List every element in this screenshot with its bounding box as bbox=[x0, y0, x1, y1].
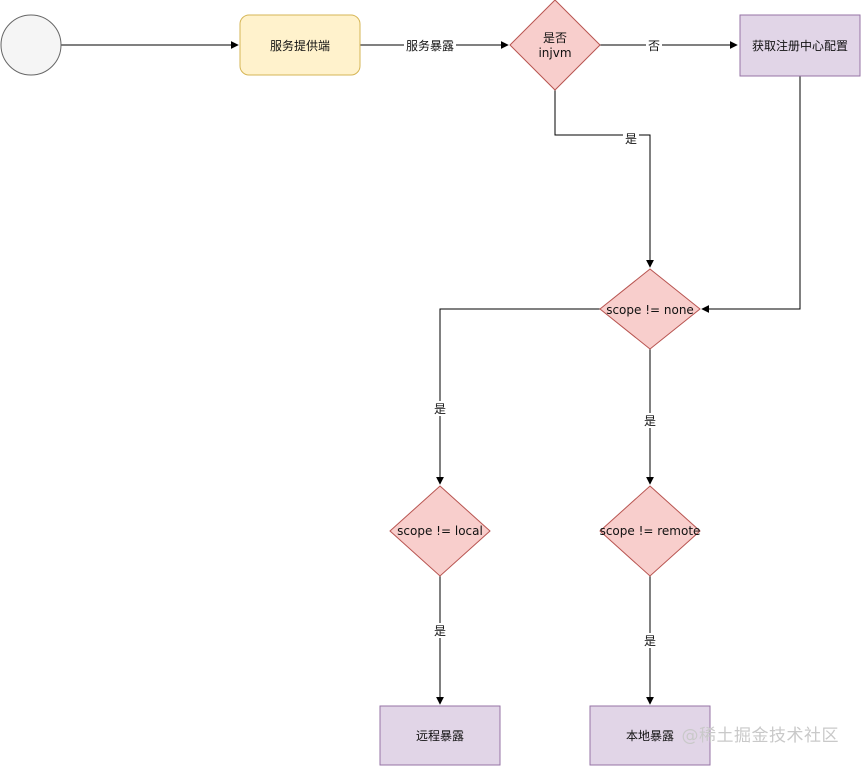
scope-none-label: scope != none bbox=[606, 303, 694, 317]
edge-none-to-local: 是 bbox=[432, 308, 600, 485]
edge-registry-to-scope-none bbox=[701, 76, 801, 313]
local-export-node: 本地暴露 bbox=[589, 705, 711, 766]
local-export-label: 本地暴露 bbox=[626, 729, 674, 743]
scope-remote-decision: scope != remote bbox=[599, 485, 701, 577]
watermark: @稀土掘金技术社区 bbox=[681, 726, 839, 746]
edge-label-service-export: 服务暴露 bbox=[406, 38, 454, 53]
edge-remote-to-local-export: 是 bbox=[642, 576, 658, 705]
remote-export-label: 远程暴露 bbox=[416, 728, 464, 743]
injvm-decision: 是否 injvm bbox=[509, 0, 601, 91]
scope-local-decision: scope != local bbox=[389, 485, 491, 577]
edge-local-to-remote-export: 是 bbox=[432, 576, 448, 705]
scope-none-decision: scope != none bbox=[599, 268, 701, 350]
scope-local-label: scope != local bbox=[397, 524, 483, 538]
edge-label-yes-none-local: 是 bbox=[434, 402, 446, 416]
edge-provider-to-injvm: 服务暴露 bbox=[360, 37, 509, 53]
edge-label-yes-local: 是 bbox=[434, 624, 446, 638]
edge-injvm-yes: 是 bbox=[554, 90, 654, 268]
provider-node: 服务提供端 bbox=[239, 14, 361, 76]
start-node bbox=[0, 14, 62, 76]
remote-export-node: 远程暴露 bbox=[379, 705, 501, 766]
edge-injvm-no: 否 bbox=[600, 38, 738, 53]
registry-config-label: 获取注册中心配置 bbox=[752, 38, 848, 53]
scope-remote-label: scope != remote bbox=[600, 524, 701, 538]
injvm-label-line1: 是否 bbox=[543, 31, 567, 45]
edge-label-yes-remote: 是 bbox=[644, 634, 656, 648]
injvm-label-line2: injvm bbox=[538, 46, 571, 60]
edge-none-to-remote: 是 bbox=[642, 349, 658, 485]
registry-config-node: 获取注册中心配置 bbox=[739, 14, 861, 77]
edge-label-yes-none-remote: 是 bbox=[644, 414, 656, 428]
provider-label: 服务提供端 bbox=[270, 38, 330, 53]
edge-label-yes-injvm: 是 bbox=[625, 132, 637, 146]
edge-label-no: 否 bbox=[648, 39, 660, 53]
